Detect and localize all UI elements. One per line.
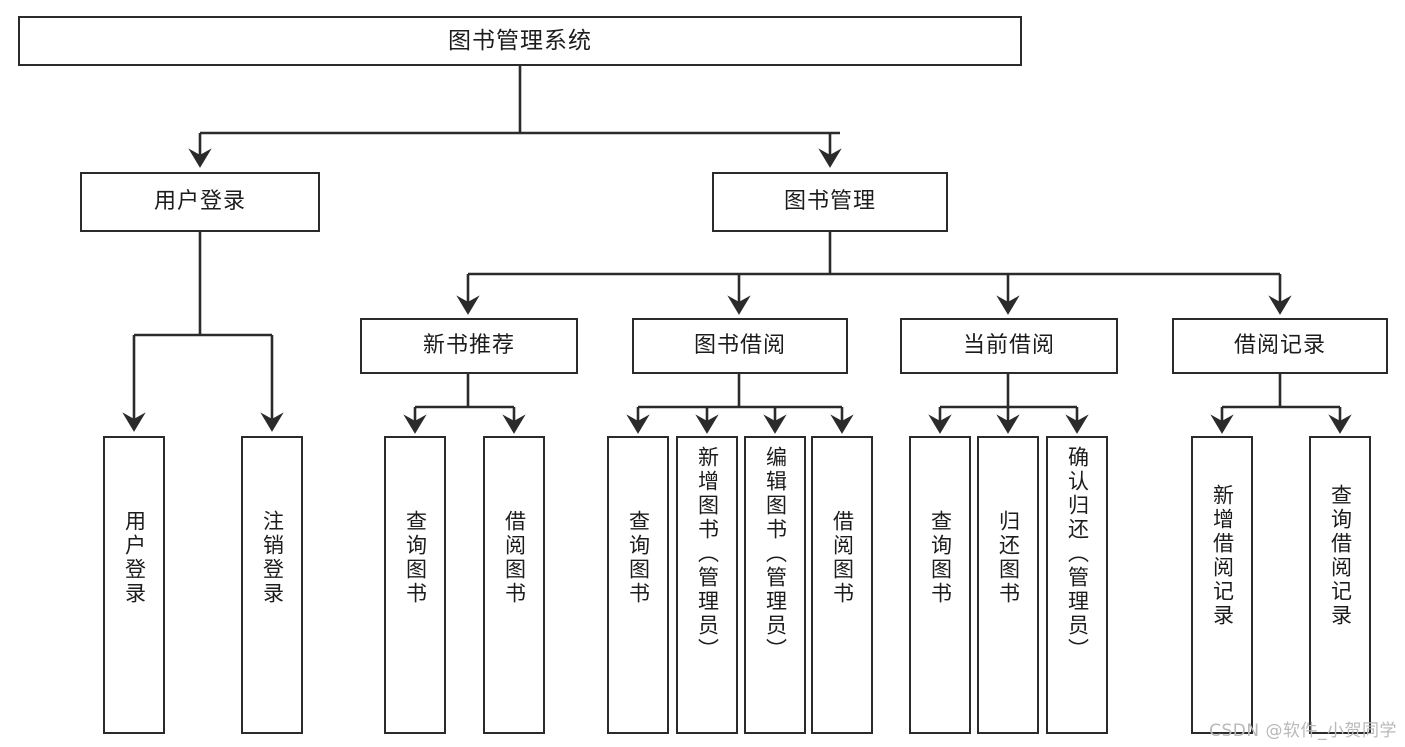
node-borrow-record[interactable]: 借阅记录 xyxy=(1172,318,1388,374)
leaf-borrow-borrow-book-label: 借阅图书 xyxy=(830,510,855,606)
leaf-borrow-query-book[interactable]: 查询图书 xyxy=(607,436,669,734)
node-current-borrow-label: 当前借阅 xyxy=(962,333,1055,359)
leaf-borrow-query-book-label: 查询图书 xyxy=(626,510,651,606)
node-user-login-label: 用户登录 xyxy=(153,189,246,215)
node-new-book-recommend[interactable]: 新书推荐 xyxy=(360,318,578,374)
leaf-borrow-add-book[interactable]: 新增图书（管理员） xyxy=(676,436,738,734)
leaf-new-book-borrow[interactable]: 借阅图书 xyxy=(483,436,545,734)
leaf-current-query-book-label: 查询图书 xyxy=(928,510,953,606)
leaf-borrow-borrow-book[interactable]: 借阅图书 xyxy=(811,436,873,734)
leaf-user-login-logout-label: 注销登录 xyxy=(260,510,285,606)
watermark: CSDN @软件_小贺同学 xyxy=(1209,721,1397,741)
leaf-new-book-borrow-label: 借阅图书 xyxy=(502,510,527,606)
node-book-management[interactable]: 图书管理 xyxy=(712,172,948,232)
leaf-user-login-login-label: 用户登录 xyxy=(122,510,147,606)
node-root-label: 图书管理系统 xyxy=(448,27,592,54)
leaf-borrow-edit-book[interactable]: 编辑图书（管理员） xyxy=(744,436,806,734)
leaf-current-return-book-label: 归还图书 xyxy=(996,510,1021,606)
leaf-user-login-login[interactable]: 用户登录 xyxy=(103,436,165,734)
node-user-login[interactable]: 用户登录 xyxy=(80,172,320,232)
leaf-record-add-record[interactable]: 新增借阅记录 xyxy=(1191,436,1253,734)
node-book-management-label: 图书管理 xyxy=(783,189,876,215)
leaf-current-confirm-return-label: 确认归还（管理员） xyxy=(1065,446,1090,662)
leaf-current-query-book[interactable]: 查询图书 xyxy=(909,436,971,734)
leaf-current-confirm-return[interactable]: 确认归还（管理员） xyxy=(1046,436,1108,734)
node-new-book-recommend-label: 新书推荐 xyxy=(422,333,515,359)
node-root[interactable]: 图书管理系统 xyxy=(18,16,1022,66)
leaf-record-query-record-label: 查询借阅记录 xyxy=(1328,484,1353,628)
leaf-record-query-record[interactable]: 查询借阅记录 xyxy=(1309,436,1371,734)
leaf-borrow-edit-book-label: 编辑图书（管理员） xyxy=(763,446,788,662)
leaf-new-book-query[interactable]: 查询图书 xyxy=(384,436,446,734)
node-current-borrow[interactable]: 当前借阅 xyxy=(900,318,1118,374)
node-borrow-record-label: 借阅记录 xyxy=(1233,333,1326,359)
node-book-borrow-label: 图书借阅 xyxy=(693,333,786,359)
leaf-new-book-query-label: 查询图书 xyxy=(403,510,428,606)
leaf-record-add-record-label: 新增借阅记录 xyxy=(1210,484,1235,628)
leaf-borrow-add-book-label: 新增图书（管理员） xyxy=(695,446,720,662)
leaf-user-login-logout[interactable]: 注销登录 xyxy=(241,436,303,734)
leaf-current-return-book[interactable]: 归还图书 xyxy=(977,436,1039,734)
node-book-borrow[interactable]: 图书借阅 xyxy=(632,318,848,374)
